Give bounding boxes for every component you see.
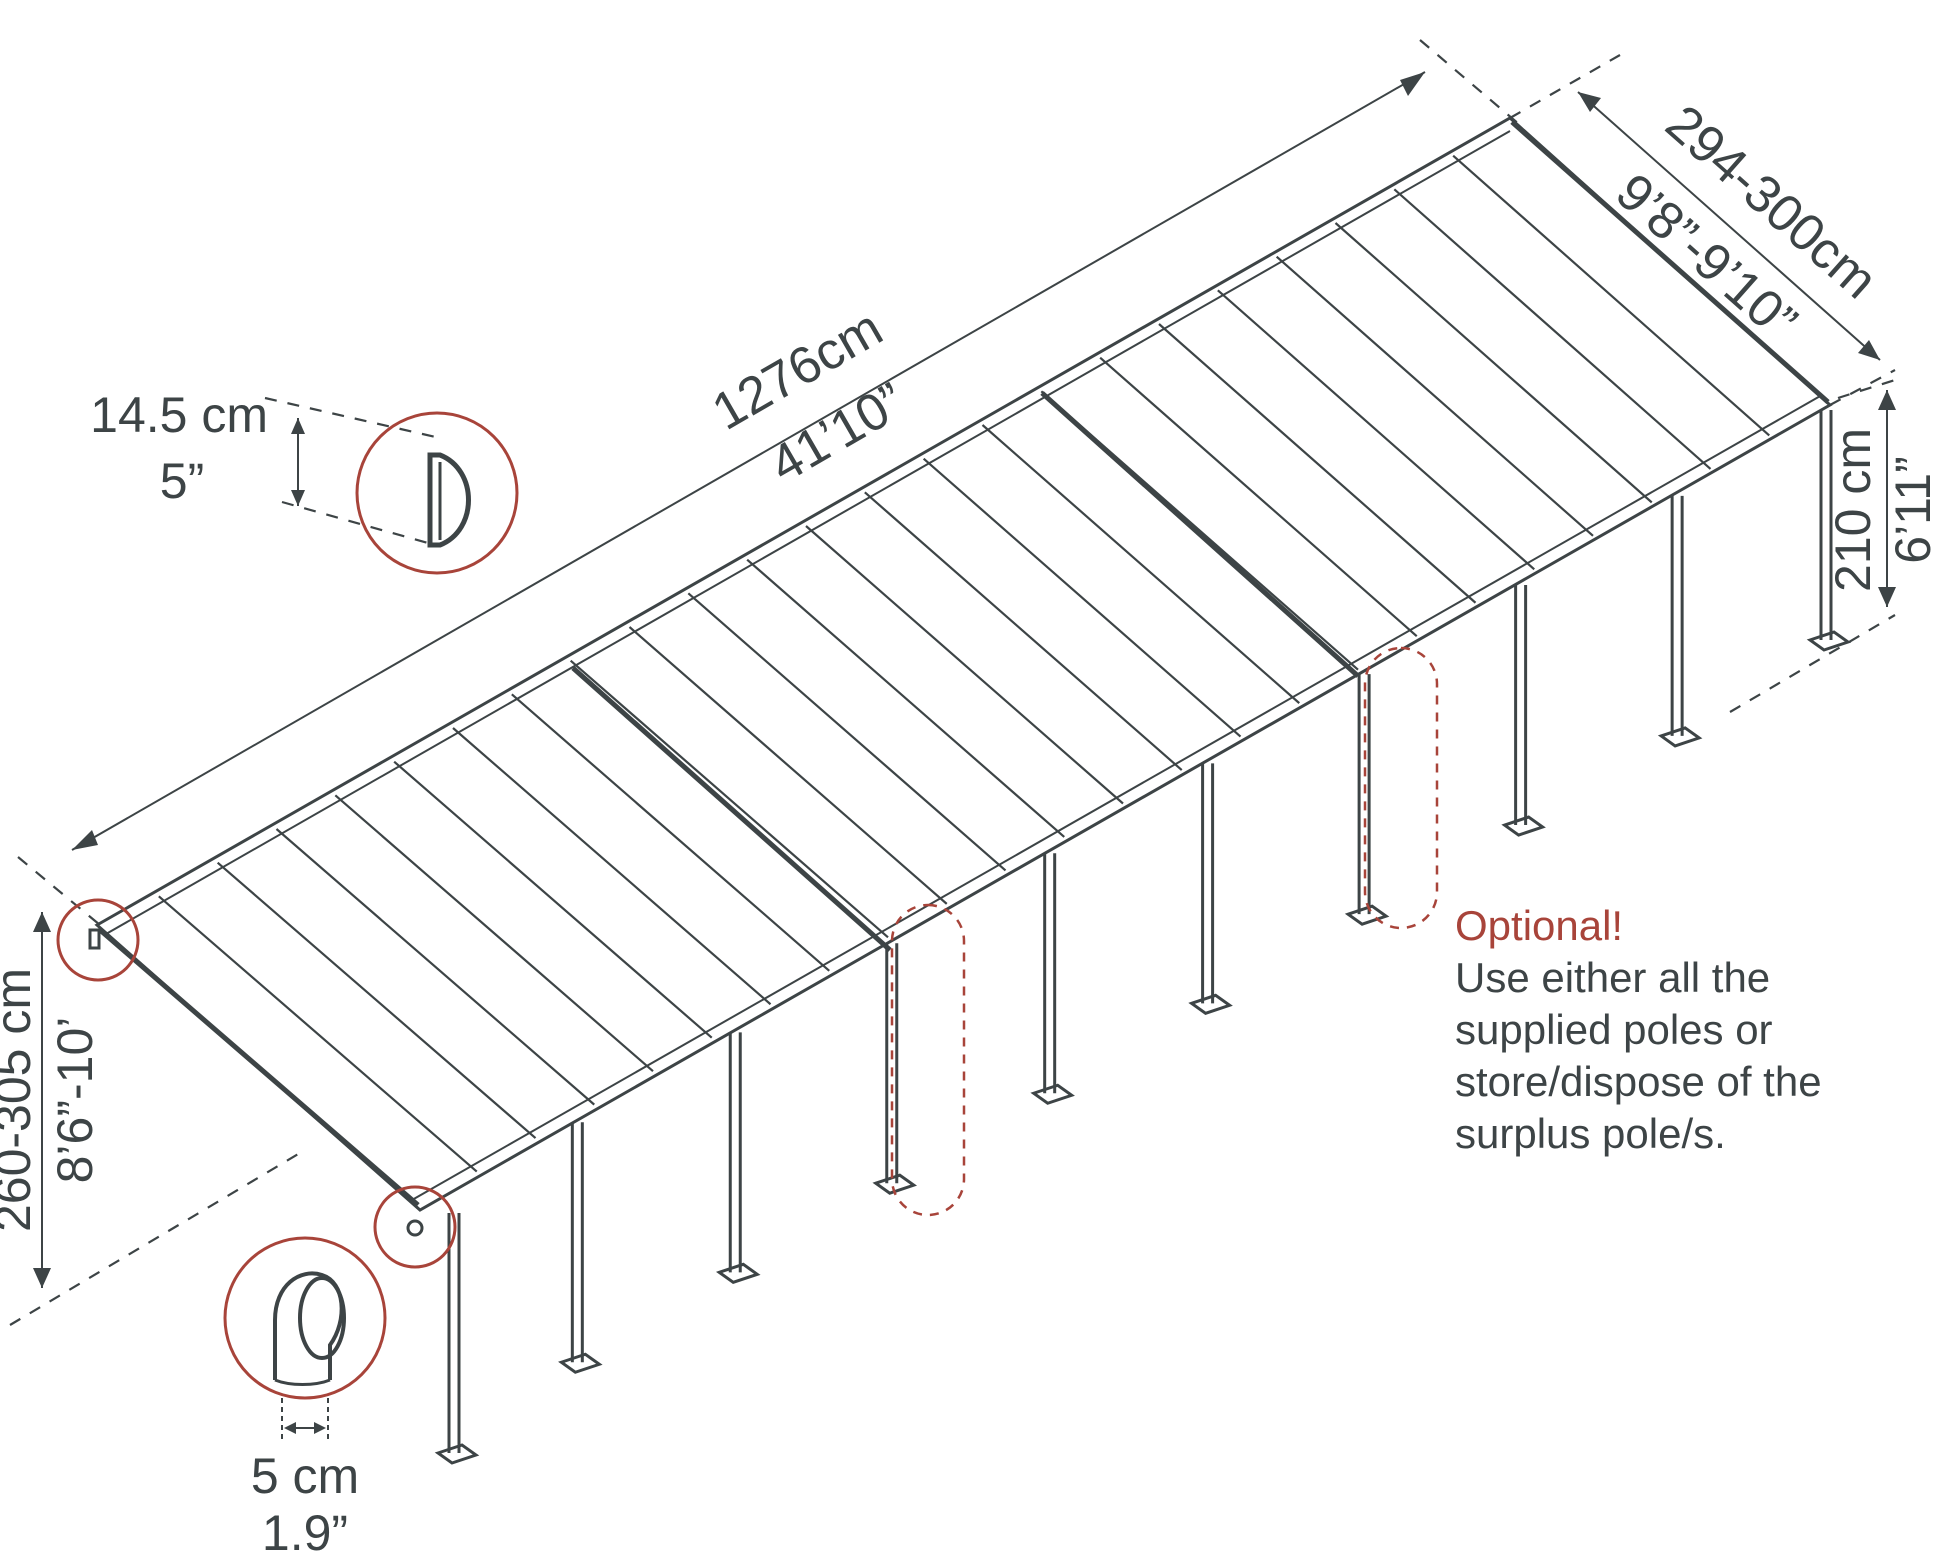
roof-panel-line [1334,222,1653,504]
post-base-plate [1344,904,1390,926]
arrow-head-icon [72,830,98,850]
optional-pole-highlight-1 [890,903,966,1217]
arrow-head-icon [1578,92,1601,112]
post [872,943,918,1195]
front-height-imperial: 8’6”-10’ [47,1017,103,1184]
back-height-metric: 210 cm [1825,428,1881,592]
depth-dimension: 294-300cm 9’8”-9’10” [1509,54,1896,406]
arrow-head-icon [284,1422,296,1434]
roof-panel-line [452,727,772,1006]
roof-panel-line [805,525,1124,805]
roof-panel-line [511,693,830,972]
roof-panel-line [687,592,1007,872]
bracket-imperial: 5” [160,453,204,509]
post-base-plate [1188,993,1233,1015]
arrow-head-icon [1878,587,1896,607]
rafter-2 [1040,391,1360,678]
post [1188,763,1233,1015]
post-base-plate [1030,1083,1075,1105]
note-line: supplied poles or [1455,1006,1773,1053]
wall-bracket-highlight-circle [56,898,140,982]
arrow-head-icon [33,912,51,932]
bracket-metric: 14.5 cm [90,387,268,443]
roof-panel-line [158,895,478,1173]
arrow-head-icon [1878,390,1896,410]
post-base-plate [715,1262,761,1284]
arrow-head-icon [33,1268,51,1288]
post-detail: 5 cm 1.9” [223,1236,387,1552]
post [1806,410,1852,652]
front-height-dimension: 260-305 cm 8’6”-10’ [0,912,306,1326]
note-line: Use either all the [1455,954,1771,1001]
pergola-roof [94,116,1833,1212]
roof-panel-line [1393,188,1712,470]
roof-panel-line [275,828,595,1106]
roof-panel-line [746,558,1065,838]
optional-pole-highlight-2 [1363,646,1439,930]
post-joint-highlight-circle [373,1185,457,1269]
wall-bracket-detail-circle [355,411,519,575]
rafter-1 [571,666,892,952]
post [715,1032,761,1284]
arrow-head-icon [1400,72,1425,96]
back-height-imperial: 6’11” [1885,456,1940,563]
post-base-plate [558,1352,603,1374]
roof-panel-line [569,659,889,939]
posts [434,410,1852,1465]
bracket-profile-icon [427,452,471,548]
post-connector-icon [273,1271,344,1380]
post [1657,495,1703,748]
roof-panel-line [393,760,713,1039]
roof-panel-line [922,457,1242,738]
note-title: Optional! [1455,902,1624,949]
arrow-head-icon [291,490,305,506]
post [558,1122,603,1374]
post-imperial: 1.9” [262,1505,348,1552]
roof-panel-line [1099,356,1418,638]
end-rafter-left [98,928,420,1207]
arrow-head-icon [1858,340,1880,360]
post-base-plate [1657,726,1703,748]
post-base-plate [434,1443,480,1465]
roof-panel-line [864,491,1183,771]
post [1501,585,1546,837]
front-height-metric: 260-305 cm [0,968,41,1232]
roof-panel-line [216,861,537,1139]
post [1030,853,1075,1105]
optional-note: Optional! Use either all the supplied po… [1455,900,1925,1160]
note-line: store/dispose of the [1455,1058,1822,1105]
post [434,1213,480,1465]
roof-panel-line [1217,289,1535,571]
arrow-head-icon [314,1422,326,1434]
roof-panel-line [1158,323,1477,604]
post-base-plate [1501,815,1546,837]
roof-panel-line [981,424,1300,704]
roof-panel-line [628,626,948,905]
back-height-dimension: 210 cm 6’11” [1729,378,1940,713]
roof-panel-line [1275,255,1594,537]
roof-panel-line [1452,154,1770,437]
length-dimension: 1276cm 41’10” [17,39,1521,926]
post-metric: 5 cm [251,1448,359,1504]
wall-bracket-detail: 14.5 cm 5” [90,387,519,575]
post [1344,674,1390,926]
roof-panel-line [334,794,654,1072]
note-line: surplus pole/s. [1455,1110,1726,1157]
post-detail-circle [223,1236,387,1400]
end-rafter-right [1510,120,1830,404]
arrow-head-icon [291,418,305,434]
post-base-plate [1806,630,1852,652]
roof-panel-lines [158,154,1770,1173]
